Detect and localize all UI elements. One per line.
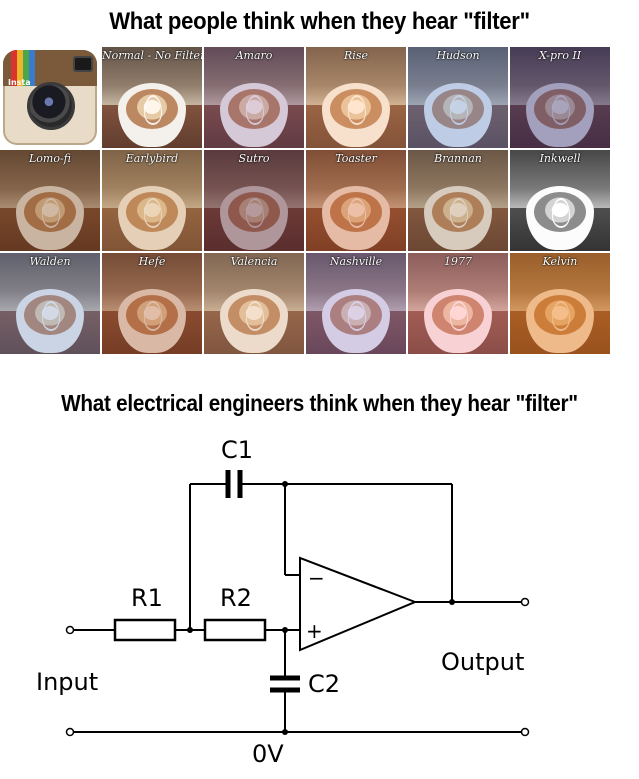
resistor-r1	[113, 618, 177, 642]
filter-circuit-diagram: C1 R1 R2 − + C2 Input Output 0V	[36, 436, 530, 768]
input-terminal	[65, 625, 75, 635]
filter-label: Kelvin	[542, 255, 578, 268]
filter-label: X-pro II	[538, 49, 582, 62]
filter-tile[interactable]: Valencia	[204, 253, 304, 354]
filter-label: Nashville	[329, 255, 383, 268]
filter-tile[interactable]: Hefe	[102, 253, 202, 354]
filter-label: Lomo-fi	[28, 152, 72, 165]
filter-label: Hefe	[138, 255, 166, 268]
ground-terminal-right	[520, 727, 530, 737]
filter-tile[interactable]: Sutro	[204, 150, 304, 251]
op-amp	[299, 556, 418, 652]
label-plus: +	[306, 619, 323, 643]
output-terminal	[520, 597, 530, 607]
filter-tile[interactable]: Brannan	[408, 150, 508, 251]
filter-tile[interactable]: Walden	[0, 253, 100, 354]
filter-label: Earlybird	[125, 152, 179, 165]
filter-tile[interactable]: Earlybird	[102, 150, 202, 251]
label-minus: −	[308, 566, 325, 590]
filter-label: Sutro	[238, 152, 270, 165]
filter-grid: Insta Normal - No Filter Amaro Rise Hudson X-…	[0, 47, 610, 357]
filter-tile[interactable]: Amaro	[204, 47, 304, 148]
app-logo-tile: Insta	[0, 47, 100, 148]
filter-tile[interactable]: Nashville	[306, 253, 406, 354]
bottom-heading: What electrical engineers think when the…	[61, 390, 578, 416]
filter-tile[interactable]: Toaster	[306, 150, 406, 251]
camera-app-logo: Insta	[3, 50, 97, 145]
label-r1: R1	[131, 584, 163, 612]
resistor-r2	[203, 618, 267, 642]
top-heading: What people think when they hear "filter…	[109, 8, 530, 35]
label-r2: R2	[220, 584, 252, 612]
filter-label: Amaro	[235, 49, 273, 62]
ground-terminal-left	[65, 727, 75, 737]
junction-dot	[282, 729, 288, 735]
camera-lens-icon	[27, 82, 75, 130]
junction-dot	[282, 481, 288, 487]
label-output: Output	[441, 648, 524, 676]
filter-label: Valencia	[230, 255, 278, 268]
filter-tile[interactable]: Normal - No Filter	[102, 47, 202, 148]
junction-dot	[449, 599, 455, 605]
filter-tile[interactable]: Kelvin	[510, 253, 610, 354]
filter-label: 1977	[444, 255, 472, 268]
filter-label: Rise	[344, 49, 368, 62]
logo-text: Insta	[8, 78, 31, 87]
filter-label: Walden	[29, 255, 71, 268]
filter-tile[interactable]: X-pro II	[510, 47, 610, 148]
filter-tile[interactable]: Hudson	[408, 47, 508, 148]
filter-tile[interactable]: Rise	[306, 47, 406, 148]
label-c1: C1	[221, 436, 253, 464]
filter-label: Inkwell	[539, 152, 581, 165]
label-c2: C2	[308, 670, 340, 698]
filter-label: Hudson	[436, 49, 480, 62]
label-input: Input	[36, 668, 98, 696]
filter-label: Normal - No Filter	[102, 49, 202, 62]
filter-label: Brannan	[434, 152, 482, 165]
label-ground: 0V	[252, 740, 284, 768]
filter-tile[interactable]: Lomo-fi	[0, 150, 100, 251]
junction-dot	[187, 627, 193, 633]
filter-tile[interactable]: Inkwell	[510, 150, 610, 251]
filter-label: Toaster	[335, 152, 377, 165]
junction-dot	[282, 627, 288, 633]
filter-tile[interactable]: 1977	[408, 253, 508, 354]
